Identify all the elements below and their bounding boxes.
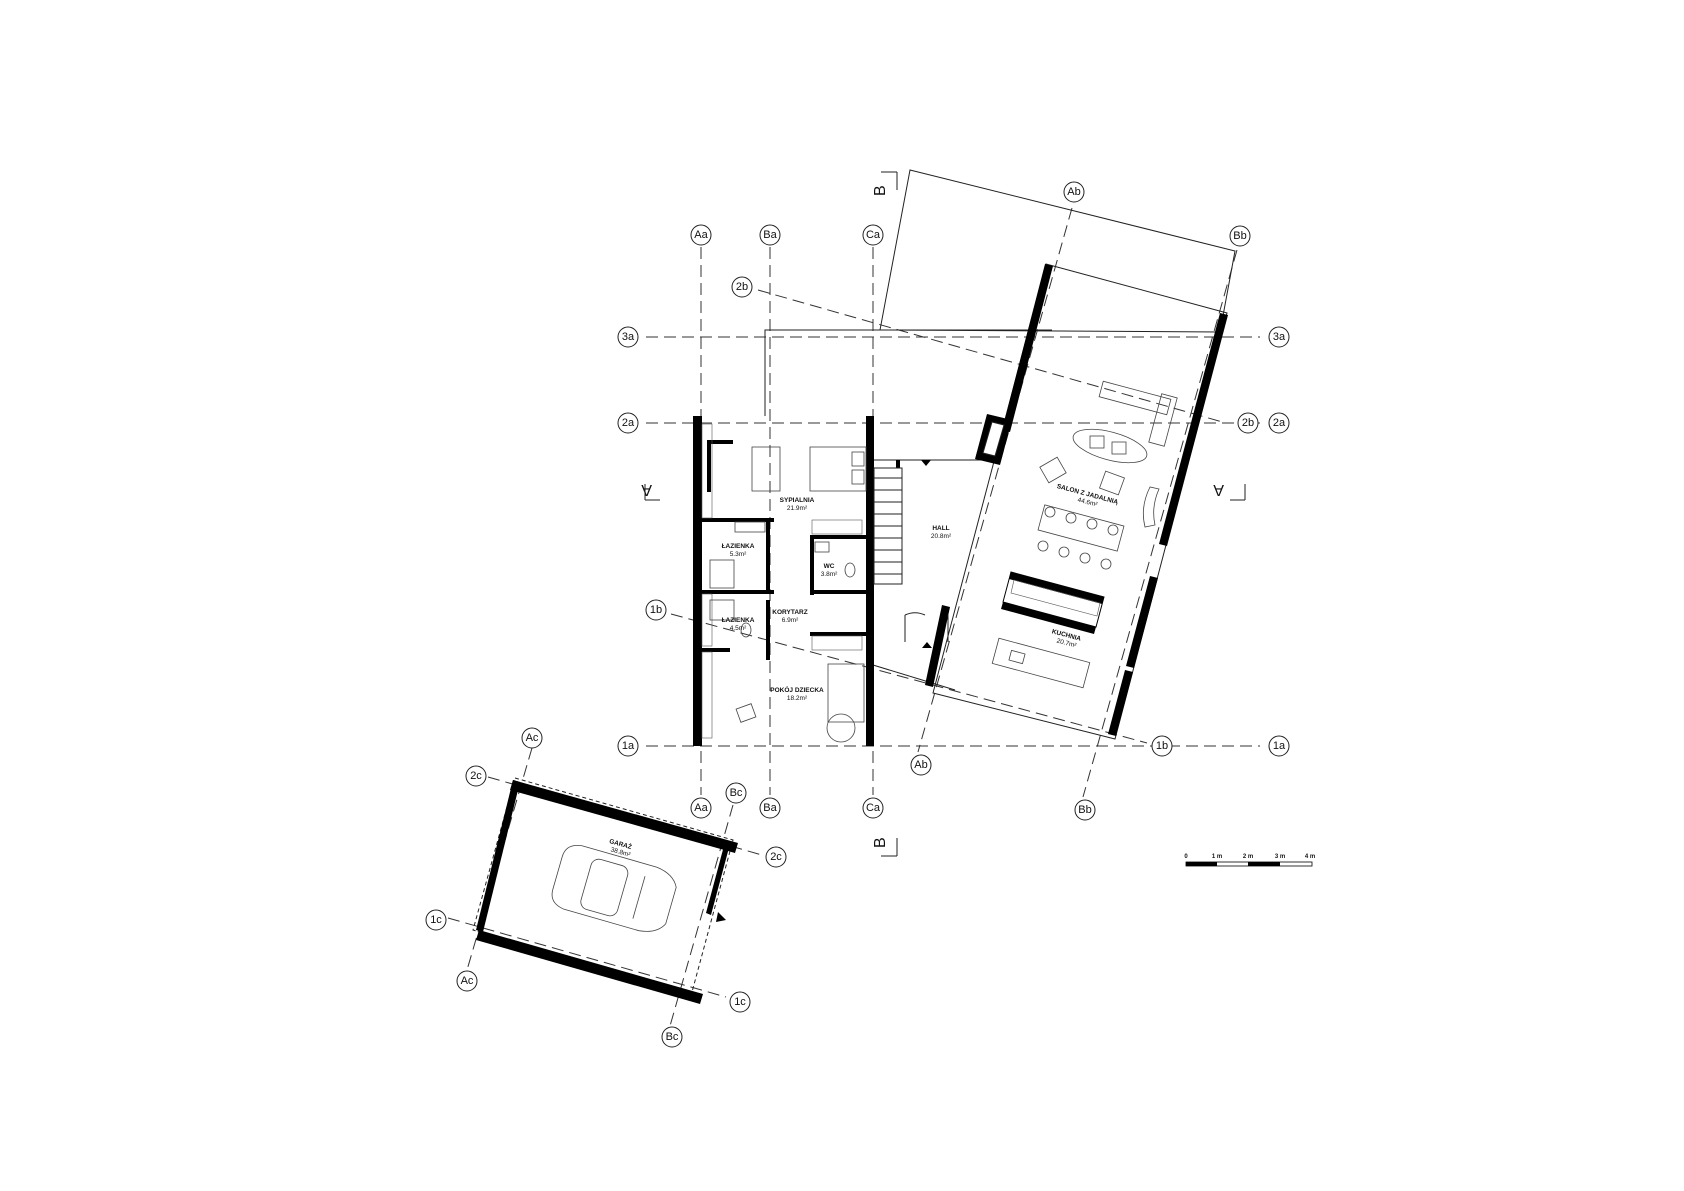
svg-text:Ac: Ac	[526, 732, 539, 744]
grid-bubble-3a-right: 3a	[1268, 326, 1290, 348]
room-area-wc: 3.8m²	[821, 571, 838, 578]
svg-text:Bc: Bc	[666, 1031, 679, 1043]
grid-bubble-3a-left: 3a	[617, 326, 639, 348]
room-area-lazienka-2: 4.5m²	[730, 625, 747, 632]
svg-text:Bb: Bb	[1233, 230, 1246, 242]
room-name-wc: WC	[824, 563, 835, 570]
svg-text:Ab: Ab	[914, 759, 927, 771]
room-area-sypialnia: 21.9m²	[787, 505, 808, 512]
svg-text:1b: 1b	[1156, 740, 1168, 752]
room-name-lazienka-2: ŁAZIENKA	[722, 617, 755, 624]
grid-bubble-1c-right: 1c	[729, 991, 751, 1013]
grid-bubble-2c-left: 2c	[465, 765, 487, 787]
grid-bubble-bb-bottom: Bb	[1074, 799, 1096, 821]
room-name-pokoj-dziecka: POKÓJ DZIECKA	[770, 685, 824, 694]
grid-bubble-1b-right: 1b	[1151, 735, 1173, 757]
svg-text:1b: 1b	[650, 604, 662, 616]
svg-text:Ca: Ca	[866, 229, 881, 241]
grid-bubble-ab-top: Ab	[1063, 181, 1085, 203]
grid-bubble-1a-right: 1a	[1268, 735, 1290, 757]
scale-tick-1: 1 m	[1212, 854, 1222, 860]
section-mark-b-top: B	[872, 171, 898, 196]
grid-bubble-2c-right: 2c	[765, 846, 787, 868]
room-area-lazienka-1: 5.3m²	[730, 551, 747, 558]
svg-text:2c: 2c	[470, 770, 482, 782]
walls	[476, 264, 1228, 1004]
svg-text:Ba: Ba	[763, 229, 777, 241]
room-name-hall: HALL	[932, 525, 949, 532]
svg-text:2a: 2a	[622, 417, 635, 429]
scale-tick-3: 3 m	[1275, 854, 1285, 860]
grid-bubbles: Aa Ba Ca Aa Ba Ca Ab Bb Ab Bb 3a 2a 1a 3…	[425, 181, 1290, 1048]
scale-tick-2: 2 m	[1243, 854, 1253, 860]
grid-bubble-aa-top: Aa	[690, 224, 712, 246]
svg-text:1a: 1a	[622, 740, 635, 752]
svg-text:2b: 2b	[736, 281, 748, 293]
outline-lines	[472, 169, 1236, 993]
svg-text:Ac: Ac	[461, 975, 474, 987]
grid-bubble-2b-right: 2b	[1237, 412, 1259, 434]
svg-text:B: B	[872, 837, 889, 848]
svg-text:1c: 1c	[430, 914, 442, 926]
grid-bubble-ca-bottom: Ca	[862, 797, 884, 819]
cabinets	[701, 423, 1101, 739]
room-area-hall: 20.8m²	[931, 533, 952, 540]
svg-text:Ab: Ab	[1067, 186, 1080, 198]
stairs	[873, 467, 903, 585]
grid-bubble-ac-top: Ac	[521, 727, 543, 749]
grid-bubble-2b-left: 2b	[731, 276, 753, 298]
svg-text:2a: 2a	[1273, 417, 1286, 429]
grid-bubble-ba-top: Ba	[759, 224, 781, 246]
grid-bubble-bb-top: Bb	[1229, 225, 1251, 247]
room-name-lazienka-1: ŁAZIENKA	[722, 543, 755, 550]
grid-bubble-2a-right: 2a	[1268, 412, 1290, 434]
svg-text:Ba: Ba	[763, 802, 777, 814]
grid-bubble-ba-bottom: Ba	[759, 797, 781, 819]
svg-text:B: B	[872, 185, 889, 196]
section-mark-a-right: A	[1213, 481, 1246, 501]
scale-tick-4: 4 m	[1305, 854, 1315, 860]
grid-bubble-aa-bottom: Aa	[690, 797, 712, 819]
grid-bubble-2a-left: 2a	[617, 412, 639, 434]
svg-text:1a: 1a	[1273, 740, 1286, 752]
grid-bubble-ab-bottom: Ab	[910, 754, 932, 776]
svg-text:2b: 2b	[1242, 417, 1254, 429]
svg-text:Bb: Bb	[1078, 804, 1091, 816]
room-name-korytarz: KORYTARZ	[772, 609, 807, 616]
scale-tick-0: 0	[1184, 854, 1188, 860]
scale-bar: 0 1 m 2 m 3 m 4 m	[1184, 854, 1315, 867]
room-area-korytarz: 6.9m²	[782, 617, 799, 624]
section-marks: A A B B	[641, 171, 1246, 857]
grid-bubble-1a-left: 1a	[617, 735, 639, 757]
grid-bubble-bc-top: Bc	[725, 782, 747, 804]
grid-bubble-bc-bottom: Bc	[661, 1026, 683, 1048]
grid-bubble-1c-left: 1c	[425, 909, 447, 931]
svg-text:Bc: Bc	[730, 787, 743, 799]
furniture	[551, 380, 1178, 932]
room-area-pokoj-dziecka: 18.2m²	[787, 695, 808, 702]
section-mark-b-bottom: B	[872, 837, 898, 857]
svg-text:A: A	[641, 481, 652, 498]
room-name-sypialnia: SYPIALNIA	[780, 497, 815, 504]
grid-bubble-ca-top: Ca	[862, 224, 884, 246]
svg-text:Ca: Ca	[866, 802, 881, 814]
svg-text:2c: 2c	[770, 851, 782, 863]
grid-lines	[447, 207, 1260, 1027]
svg-text:Aa: Aa	[694, 802, 708, 814]
svg-text:Aa: Aa	[694, 229, 708, 241]
grid-bubble-ac-bottom: Ac	[456, 970, 478, 992]
svg-text:3a: 3a	[622, 331, 635, 343]
section-mark-a-left: A	[641, 481, 660, 501]
svg-text:3a: 3a	[1273, 331, 1286, 343]
svg-text:A: A	[1213, 481, 1224, 498]
grid-bubble-1b-left: 1b	[645, 599, 667, 621]
svg-text:1c: 1c	[734, 996, 746, 1008]
